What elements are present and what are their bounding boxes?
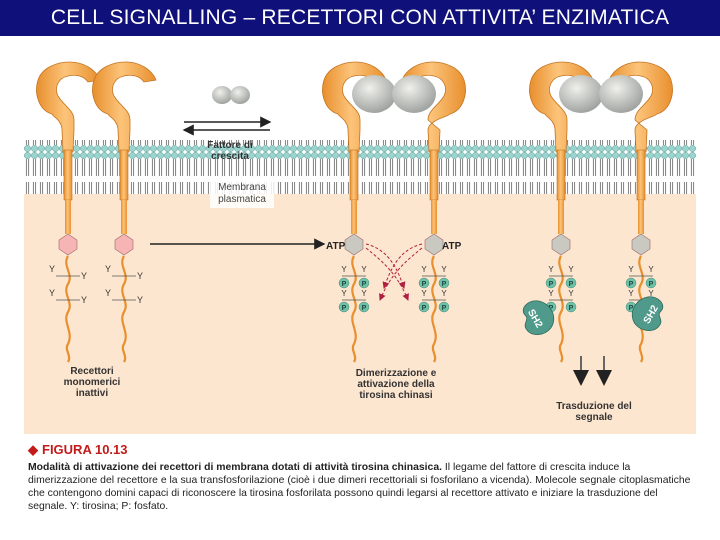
svg-text:P: P: [569, 305, 574, 312]
svg-text:P: P: [442, 281, 447, 288]
svg-text:Y: Y: [137, 295, 143, 305]
sh2-domain-left: SH2: [522, 300, 555, 335]
svg-text:Y: Y: [628, 265, 634, 274]
page-title: CELL SIGNALLING – RECETTORI CON ATTIVITA…: [0, 0, 720, 36]
svg-text:Y: Y: [568, 265, 574, 274]
growth-factor-ligand: [212, 86, 250, 104]
svg-text:Y: Y: [421, 265, 427, 274]
receptors-label-line1: Recettori: [70, 366, 114, 377]
svg-text:P: P: [362, 305, 367, 312]
svg-text:Y: Y: [648, 265, 654, 274]
svg-text:Y: Y: [361, 289, 367, 298]
growth-factor-label-line2: crescita: [211, 151, 249, 162]
membrane-label-line2: plasmatica: [218, 194, 266, 205]
figure-number: FIGURA 10.13: [42, 442, 128, 457]
svg-text:Y: Y: [441, 289, 447, 298]
svg-text:Y: Y: [648, 289, 654, 298]
svg-text:P: P: [629, 281, 634, 288]
transphosphorylation-arrow-4: [379, 247, 423, 301]
receptors-label-line2: monomerici: [64, 377, 121, 388]
svg-text:Y: Y: [81, 271, 87, 281]
receptor-diagram: Membrana plasmatica Fattore di crescita …: [24, 44, 696, 434]
dimer-label-line1: Dimerizzazione e: [356, 368, 437, 379]
receptor-inactive-1: Y Y Y Y: [36, 61, 101, 363]
svg-text:P: P: [422, 281, 427, 288]
svg-text:P: P: [342, 281, 347, 288]
svg-text:Y: Y: [105, 288, 111, 298]
svg-text:Y: Y: [421, 289, 427, 298]
svg-text:P: P: [342, 305, 347, 312]
svg-text:P: P: [362, 281, 367, 288]
svg-text:P: P: [422, 305, 427, 312]
caption-bold: Modalità di attivazione dei recettori di…: [28, 462, 442, 473]
svg-text:P: P: [569, 281, 574, 288]
receptor-group: YYYYYYYYYYPPYYPPYYPPYYPPYYPPYYPPYYPPYYPP: [36, 61, 673, 363]
svg-text:Y: Y: [361, 265, 367, 274]
svg-text:P: P: [629, 305, 634, 312]
sh2-domain-right: SH2: [631, 296, 664, 331]
dimer-label-line3: tirosina chinasi: [359, 390, 433, 401]
bound-growth-factor: [352, 75, 436, 113]
dimer-label-line2: attivazione della: [357, 379, 435, 390]
receptor-inactive-2: Y Y Y Y: [92, 61, 157, 363]
svg-text:Y: Y: [548, 265, 554, 274]
plasma-membrane: [24, 140, 696, 194]
svg-text:Y: Y: [105, 264, 111, 274]
svg-text:Y: Y: [341, 289, 347, 298]
caption-body: Il legame del fattore di crescita induce…: [28, 462, 691, 512]
growth-factor-label-line1: Fattore di: [207, 140, 253, 151]
svg-text:Y: Y: [137, 271, 143, 281]
transduction-label-line1: Trasduzione del: [556, 401, 632, 412]
svg-text:Y: Y: [341, 265, 347, 274]
svg-text:Y: Y: [568, 289, 574, 298]
atp-label-left: ATP: [326, 241, 346, 252]
svg-text:Y: Y: [81, 295, 87, 305]
svg-text:Y: Y: [548, 289, 554, 298]
svg-text:Y: Y: [441, 265, 447, 274]
receptors-label-line3: inattivi: [76, 388, 108, 399]
membrane-label-line1: Membrana: [218, 182, 266, 193]
bound-growth-factor-2: [559, 75, 643, 113]
svg-text:P: P: [442, 305, 447, 312]
svg-text:P: P: [649, 281, 654, 288]
svg-text:Y: Y: [628, 289, 634, 298]
svg-text:P: P: [549, 305, 554, 312]
bullet-icon: ◆: [28, 442, 38, 457]
svg-text:Y: Y: [49, 264, 55, 274]
svg-text:Y: Y: [49, 288, 55, 298]
figure-caption: ◆ FIGURA 10.13 Modalità di attivazione de…: [28, 442, 694, 513]
cytoplasm: [24, 194, 696, 434]
transphosphorylation-arrow-3: [365, 247, 409, 301]
atp-label-right: ATP: [442, 241, 462, 252]
transduction-label-line2: segnale: [575, 412, 613, 423]
svg-text:P: P: [549, 281, 554, 288]
